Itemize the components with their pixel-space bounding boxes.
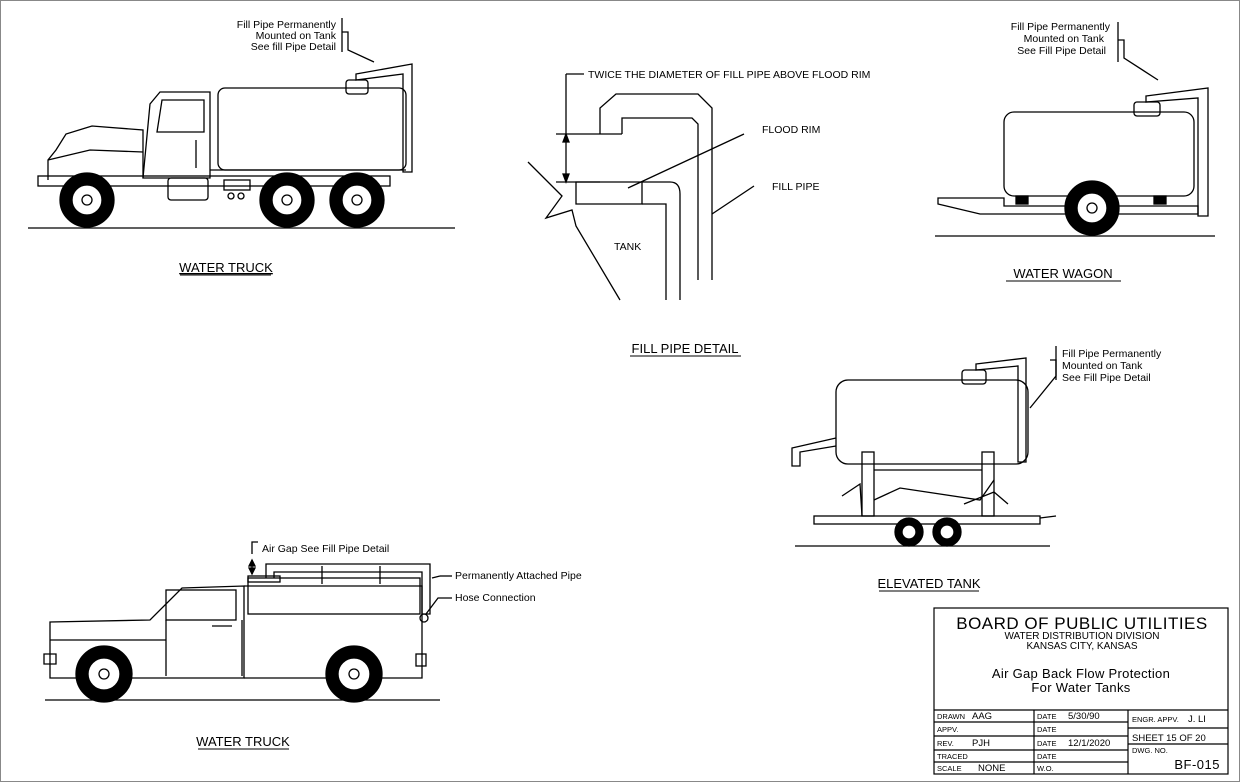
rev-label: REV. [937, 739, 954, 748]
traced-label: TRACED [937, 752, 968, 761]
elevated-note-line3: See Fill Pipe Detail [1062, 372, 1151, 384]
water-wagon-caption: WATER WAGON [1013, 266, 1112, 281]
flood-rim-label: FLOOD RIM [762, 124, 820, 136]
location: KANSAS CITY, KANSAS [1027, 641, 1138, 652]
appv-label: APPV. [937, 725, 958, 734]
date-label-2: DATE [1037, 725, 1056, 734]
elevated-note-line1: Fill Pipe Permanently [1062, 348, 1162, 360]
water-truck-top-caption: WATER TRUCK [179, 260, 273, 275]
air-gap-label: Air Gap See Fill Pipe Detail [262, 543, 389, 555]
dwg-no-label: DWG. NO. [1132, 746, 1168, 755]
drawing-title-line2: For Water Tanks [1031, 680, 1130, 695]
date-label-1: DATE [1037, 712, 1056, 721]
scale-label: SCALE [937, 764, 962, 773]
division-name: WATER DISTRIBUTION DIVISION [1004, 631, 1159, 642]
engr-appv-label: ENGR. APPV. [1132, 715, 1179, 724]
date-label-4: DATE [1037, 752, 1056, 761]
fill-pipe-detail-drawing [527, 73, 755, 301]
dwg-no-value: BF-015 [1174, 757, 1220, 772]
date-label-3: DATE [1037, 739, 1056, 748]
elevated-tank-drawing [791, 346, 1057, 547]
water-wagon-drawing [935, 22, 1215, 237]
wagon-note-line3: See Fill Pipe Detail [1017, 45, 1106, 57]
water-truck-top-drawing [28, 18, 455, 229]
drawn-label: DRAWN [937, 712, 965, 721]
water-truck-bottom-caption: WATER TRUCK [196, 734, 290, 749]
attached-pipe-label: Permanently Attached Pipe [455, 570, 582, 582]
tank-label: TANK [614, 241, 641, 253]
detail-dimension-label: TWICE THE DIAMETER OF FILL PIPE ABOVE FL… [588, 69, 870, 81]
truck1-note-line1: Fill Pipe Permanently [237, 19, 337, 31]
org-name: BOARD OF PUBLIC UTILITIES [956, 614, 1208, 633]
rev-value: PJH [972, 738, 990, 749]
fill-pipe-label: FILL PIPE [772, 181, 819, 193]
drawn-value: AAG [972, 711, 992, 722]
engr-appv-value: J. LI [1188, 714, 1206, 725]
hose-connection-label: Hose Connection [455, 592, 536, 604]
wo-label: W.O. [1037, 764, 1054, 773]
scale-value: NONE [978, 763, 1005, 774]
wagon-note-line1: Fill Pipe Permanently [1011, 21, 1111, 33]
wagon-note-line2: Mounted on Tank [1024, 33, 1105, 45]
water-truck-bottom-drawing [43, 541, 452, 703]
title-block [933, 607, 1229, 775]
sheet-number: SHEET 15 OF 20 [1132, 733, 1206, 744]
drawing-title-line1: Air Gap Back Flow Protection [992, 666, 1170, 681]
elevated-tank-caption: ELEVATED TANK [877, 576, 980, 591]
fill-pipe-detail-caption: FILL PIPE DETAIL [632, 341, 739, 356]
elevated-note-line2: Mounted on Tank [1062, 360, 1143, 372]
date-value-1: 5/30/90 [1068, 711, 1100, 722]
date-value-3: 12/1/2020 [1068, 738, 1110, 749]
truck1-note-line2: Mounted on Tank [256, 30, 337, 42]
truck1-note-line3: See fill Pipe Detail [251, 41, 336, 53]
